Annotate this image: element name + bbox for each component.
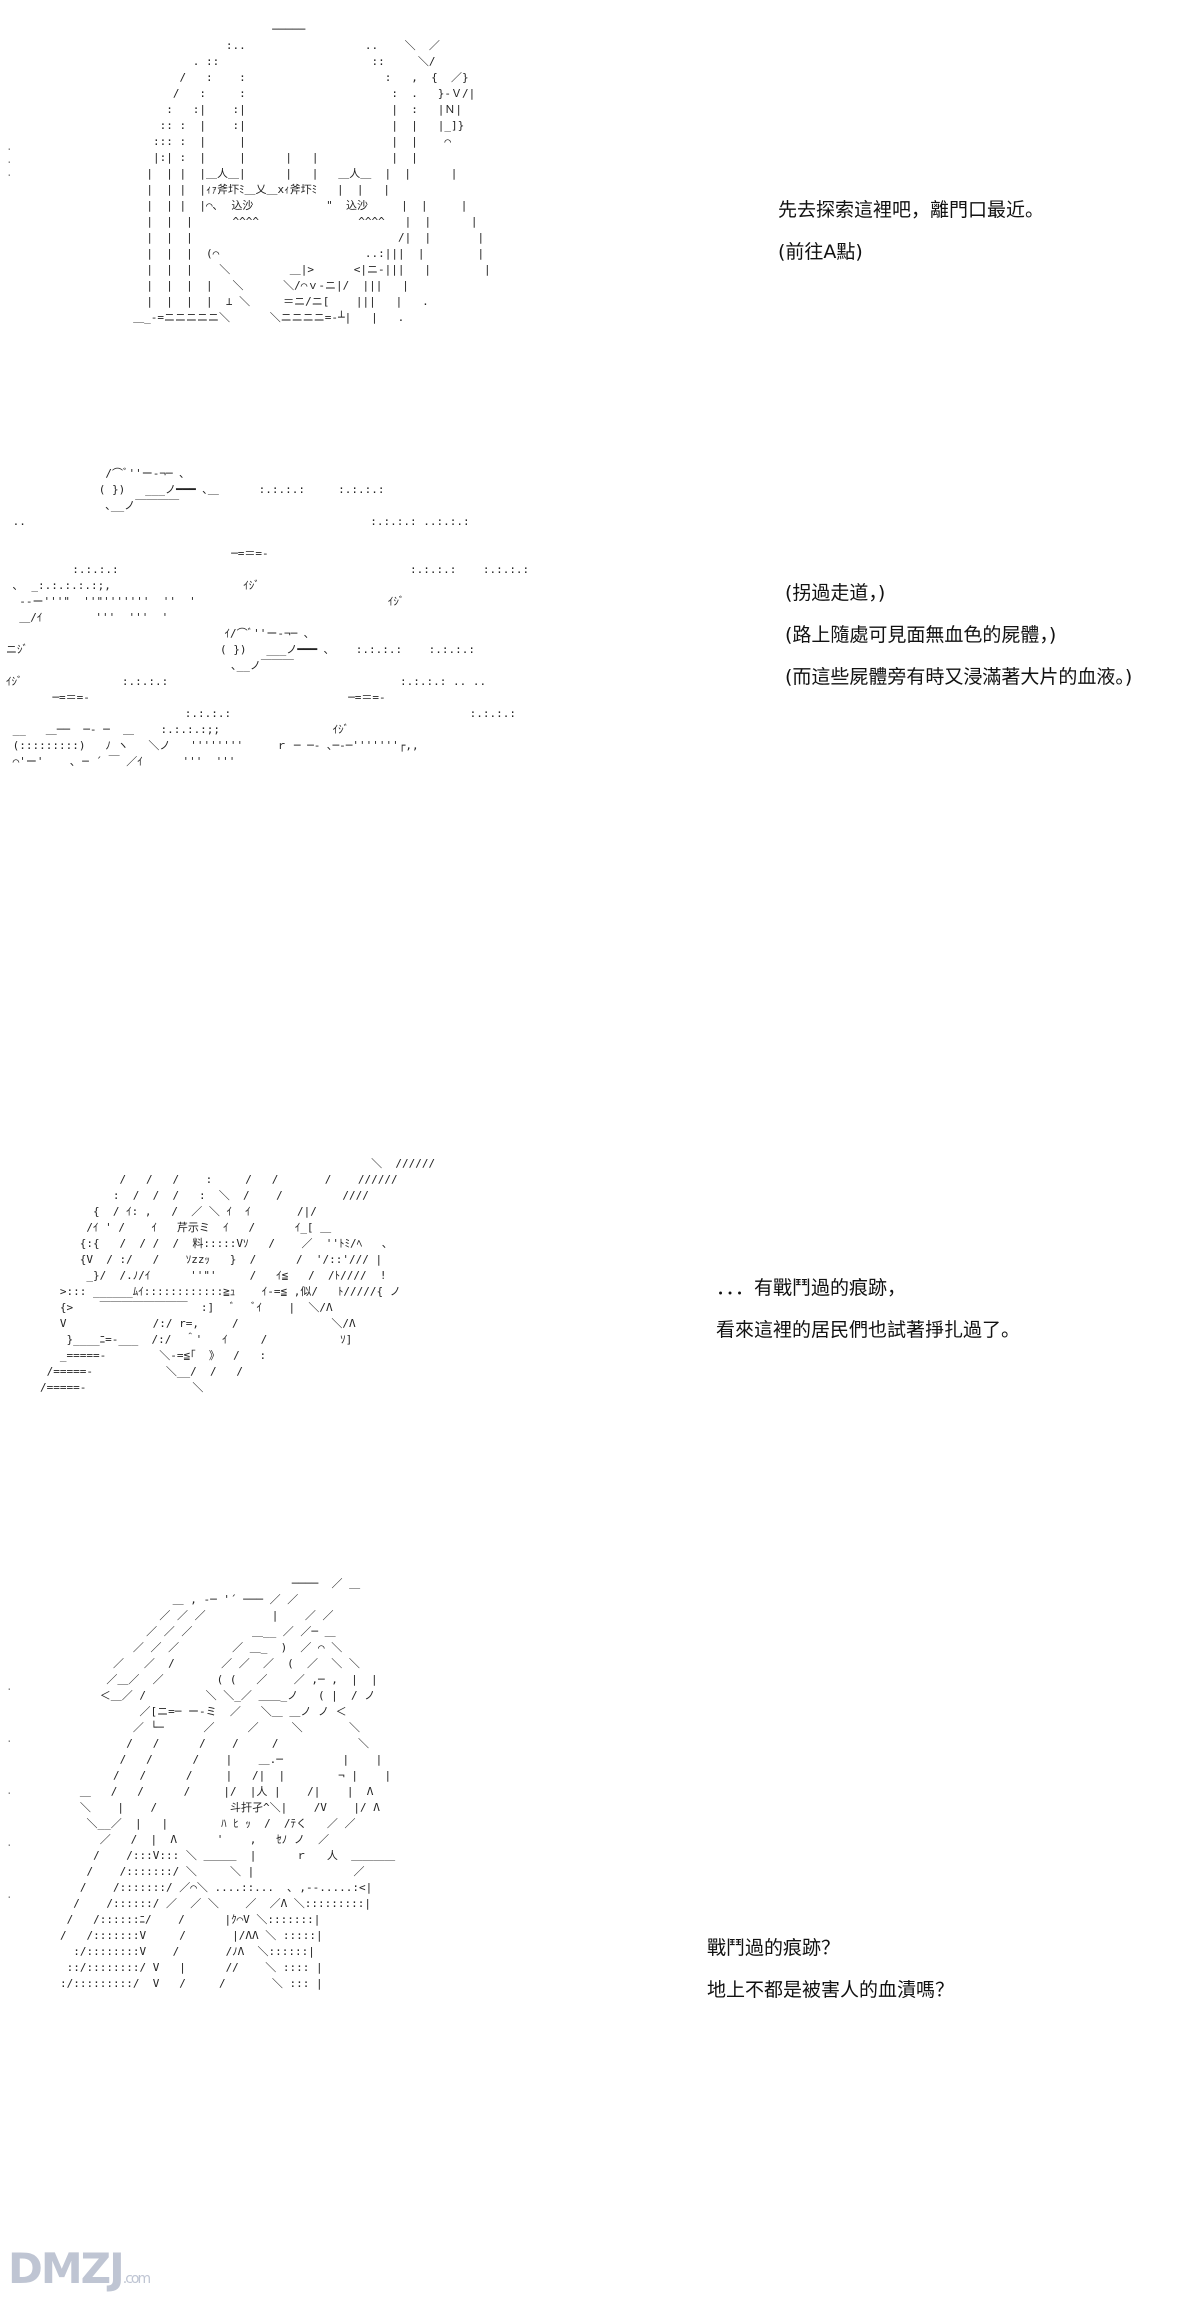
watermark-logo: DMZJ.com bbox=[8, 2244, 151, 2293]
dialogue-line: (路上隨處可見面無血色的屍體，) bbox=[785, 624, 1057, 646]
dialogue-line: 先去探索這裡吧，離門口最近。 bbox=[778, 199, 1045, 221]
panel-4: ──── ／ ＿ ＿ , -─ '´ ─── ／ ／ ／ ／ ／ | ／ ／ ／… bbox=[0, 1560, 1200, 2307]
panel-1: ───── :.. .. ＼ ／ . :: :: ＼/ / : : : , { … bbox=[0, 0, 1200, 440]
panel-1-dialogue: 先去探索這裡吧，離門口最近。 (前往A點) bbox=[778, 200, 1044, 284]
dialogue-line: (前往A點) bbox=[778, 241, 863, 263]
dialogue-line: (而這些屍體旁有時又浸滿著大片的血液。) bbox=[785, 666, 1133, 688]
dialogue-line: 看來這裡的居民們也試著掙扎過了。 bbox=[716, 1319, 1021, 1341]
ascii-art-girl-face: ───── :.. .. ＼ ／ . :: :: ＼/ / : : : , { … bbox=[133, 23, 491, 324]
panel-3: ＼ ////// / / / : / / / ////// : / / / : … bbox=[0, 1140, 1200, 1520]
panel-2-dialogue: (拐過走道，) (路上隨處可見面無血色的屍體，) (而這些屍體旁有時又浸滿著大片… bbox=[785, 583, 1132, 709]
dialogue-line: ．．．有戰鬥過的痕跡， bbox=[716, 1277, 907, 1299]
ascii-art-bodies-on-floor: /⌒ﾞ''ー‐¬─ ､ ( }) ___ノ━━━ ､＿ :.:.:.: :.:.… bbox=[6, 467, 530, 768]
panel-2: /⌒ﾞ''ー‐¬─ ､ ( }) ___ノ━━━ ､＿ :.:.:.: :.:.… bbox=[0, 440, 1200, 780]
dialogue-line: (拐過走道，) bbox=[785, 582, 886, 604]
ascii-art-sleeping-figure: ＼ ////// / / / : / / / ////// : / / / : … bbox=[40, 1157, 436, 1394]
dialogue-line: 地上不都是被害人的血漬嗎？ bbox=[707, 1979, 955, 2001]
panel-3-dialogue: ．．．有戰鬥過的痕跡， 看來這裡的居民們也試著掙扎過了。 bbox=[716, 1278, 1020, 1362]
ascii-art-standing-figure: ──── ／ ＿ ＿ , -─ '´ ─── ／ ／ ／ ／ ／ | ／ ／ ／… bbox=[60, 1577, 396, 1990]
panel-4-dialogue: 戰鬥過的痕跡？ 地上不都是被害人的血漬嗎？ bbox=[707, 1938, 954, 2022]
dialogue-line: 戰鬥過的痕跡？ bbox=[707, 1937, 841, 1959]
